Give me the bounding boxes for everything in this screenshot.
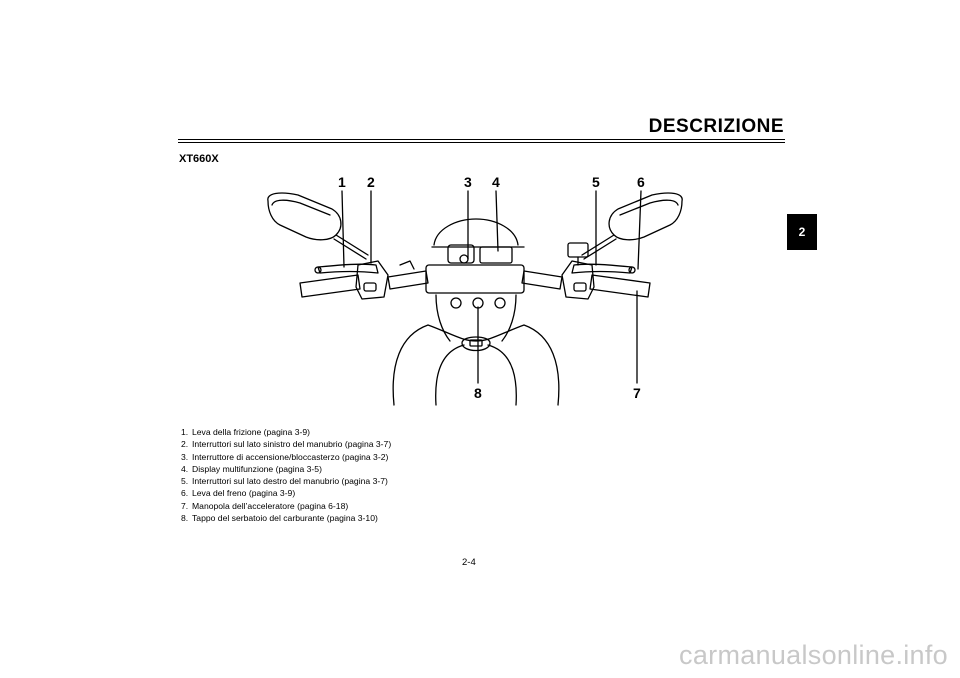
legend-item: 7.Manopola dell’acceleratore (pagina 6-1… <box>181 500 391 512</box>
page-header-title: DESCRIZIONE <box>648 116 784 137</box>
legend-number: 5. <box>181 476 189 487</box>
right-grip <box>589 274 651 298</box>
legend-text: Display multifunzione (pagina 3-5) <box>192 463 322 474</box>
legend-item: 6.Leva del freno (pagina 3-9) <box>181 487 391 499</box>
callout-3: 3 <box>464 174 472 190</box>
left-grip <box>299 274 361 298</box>
legend-number: 4. <box>181 463 189 474</box>
legend-item: 8.Tappo del serbatoio del carburante (pa… <box>181 512 391 524</box>
legend-item: 3.Interruttore di accensione/bloccasterz… <box>181 451 391 463</box>
handlebar-illustration <box>267 190 683 406</box>
legend-text: Leva del freno (pagina 3-9) <box>192 488 296 499</box>
fuel-cap <box>461 336 491 352</box>
callout-2: 2 <box>367 174 375 190</box>
legend-number: 7. <box>181 500 189 511</box>
legend-number: 6. <box>181 488 189 499</box>
legend-text: Interruttori sul lato sinistro del manub… <box>192 439 392 450</box>
callout-8: 8 <box>474 385 482 401</box>
fuel-tank <box>392 324 560 406</box>
callout-7: 7 <box>633 385 641 401</box>
callout-6: 6 <box>637 174 645 190</box>
callout-4: 4 <box>492 174 500 190</box>
right-switch-housing <box>561 260 595 300</box>
clutch-lever <box>317 263 379 274</box>
legend-text: Interruttore di accensione/bloccasterzo … <box>192 451 389 462</box>
callout-5: 5 <box>592 174 600 190</box>
model-label: XT660X <box>179 153 219 165</box>
legend-item: 2.Interruttori sul lato sinistro del man… <box>181 438 391 450</box>
callout-1: 1 <box>338 174 346 190</box>
chapter-tab[interactable]: 2 <box>787 214 817 250</box>
header-rule <box>178 139 785 140</box>
watermark: carmanualsonline.info <box>679 640 948 670</box>
legend-item: 1.Leva della frizione (pagina 3-9) <box>181 426 391 438</box>
legend-item: 5.Interruttori sul lato destro del manub… <box>181 475 391 487</box>
instrument-cluster <box>433 218 519 246</box>
page-number: 2-4 <box>462 557 476 568</box>
legend-number: 3. <box>181 451 189 462</box>
brake-lever <box>571 263 633 274</box>
legend-item: 4.Display multifunzione (pagina 3-5) <box>181 463 391 475</box>
legend-text: Interruttori sul lato destro del manubri… <box>192 476 388 487</box>
legend-text: Leva della frizione (pagina 3-9) <box>192 427 310 437</box>
legend-text: Tappo del serbatoio del carburante (pagi… <box>192 513 378 524</box>
left-switch-housing <box>355 260 389 300</box>
legend-text: Manopola dell’acceleratore (pagina 6-18) <box>192 500 349 511</box>
legend-number: 2. <box>181 439 189 450</box>
legend-number: 8. <box>181 513 189 524</box>
parts-legend: 1.Leva della frizione (pagina 3-9) 2.Int… <box>181 426 391 524</box>
legend-number: 1. <box>181 427 189 437</box>
